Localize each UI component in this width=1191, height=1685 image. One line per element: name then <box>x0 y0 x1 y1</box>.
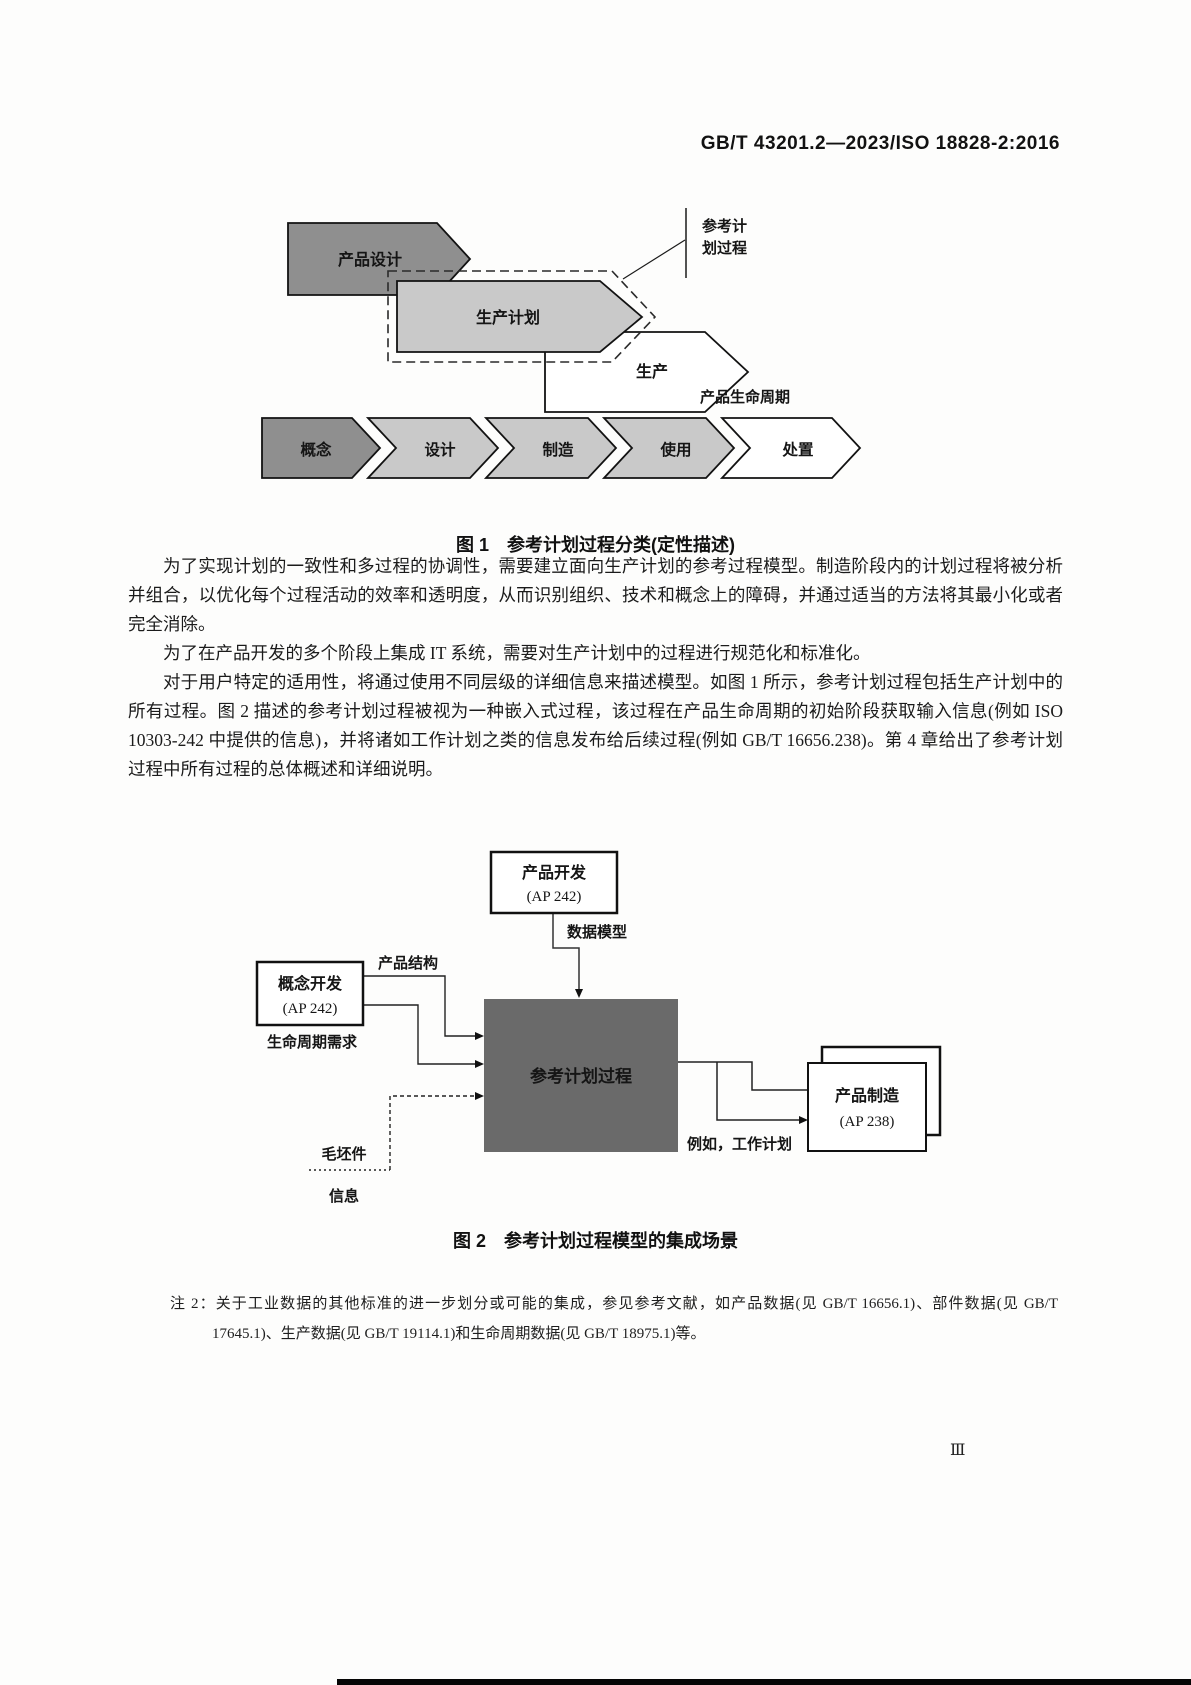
figure1-chain-label-use: 使用 <box>659 440 691 459</box>
figure1-chevron-use <box>601 417 736 479</box>
figure2-connector-lifecycle-requirements <box>363 1004 475 1065</box>
figure2-arrowhead-data-model <box>575 989 583 998</box>
body-text-block: 为了实现计划的一致性和多过程的协调性，需要建立面向生产计划的参考过程模型。制造阶… <box>128 552 1063 784</box>
figure1-callout-label-line2: 划过程 <box>702 239 747 257</box>
paragraph-1: 为了实现计划的一致性和多过程的协调性，需要建立面向生产计划的参考过程模型。制造阶… <box>128 556 1063 634</box>
figure1-callout-diagonal-line <box>622 239 686 280</box>
figure1-lifecycle-label: 产品生命周期 <box>700 388 790 406</box>
paragraph-3: 对于用户特定的适用性，将通过使用不同层级的详细信息来描述模型。如图 1 所示，参… <box>128 672 1063 779</box>
figure2-box-concept-development-title: 概念开发 <box>278 974 343 993</box>
note-2-prefix: 注 2： <box>170 1296 216 1312</box>
figure2-label-blank-part-line1: 毛坯件 <box>321 1145 366 1163</box>
figure2-box-concept-development-ap: (AP 242) <box>283 1001 338 1017</box>
figure1-chevron-manufacture <box>483 417 618 479</box>
figure1-label-production: 生产 <box>636 362 668 381</box>
figure1-chain-label-manufacture: 制造 <box>542 440 574 459</box>
figure2-connector-data-model <box>552 913 580 990</box>
scan-edge-strip <box>337 1679 1191 1685</box>
figure2-box-concept-development <box>255 960 365 1027</box>
figure1-chevron-design <box>365 417 500 479</box>
figure2-box-reference-planning <box>484 999 678 1152</box>
standard-number-header: GB/T 43201.2—2023/ISO 18828-2:2016 <box>700 133 1060 154</box>
figure2-box-product-manufacturing-ap: (AP 238) <box>840 1114 895 1130</box>
figure2-label-work-plan: 例如，工作计划 <box>687 1135 792 1153</box>
figure1-label-production-planning: 生产计划 <box>476 308 540 327</box>
note-2: 注 2：关于工业数据的其他标准的进一步划分或可能的集成，参见参考文献，如产品数据… <box>170 1289 1058 1349</box>
figure2-arrowhead-lifecycle-requirements <box>475 1060 484 1068</box>
figure1-caption: 图 1 参考计划过程分类(定性描述) <box>456 535 735 555</box>
figure1-chain-label-disposal: 处置 <box>781 440 813 459</box>
paragraph-2: 为了在产品开发的多个阶段上集成 IT 系统，需要对生产计划中的过程进行规范化和标… <box>163 643 871 663</box>
figure1-chain-label-design: 设计 <box>424 440 456 459</box>
figure2-box-product-development-ap: (AP 242) <box>527 889 582 905</box>
figure2-label-product-structure: 产品结构 <box>378 954 438 972</box>
figure2-arrowhead-blank-part <box>475 1092 484 1100</box>
figure2-label-data-model: 数据模型 <box>567 923 627 941</box>
figure1-reference-planning-classification: 产品设计 生产计划 生产 参考计 划过程 产品生命周期 概念 设计 制造 使用 … <box>261 208 862 479</box>
note-2-text: 关于工业数据的其他标准的进一步划分或可能的集成，参见参考文献，如产品数据(见 G… <box>212 1296 1058 1342</box>
page-number: Ⅲ <box>950 1442 967 1459</box>
figure2-connector-output-upper <box>678 1061 808 1091</box>
figure2-arrowhead-product-structure <box>475 1032 484 1040</box>
figure2-connector-blank-part-dashed <box>389 1095 475 1170</box>
figure2-box-product-development-title: 产品开发 <box>522 863 587 882</box>
figure2-box-product-development <box>489 850 619 915</box>
figure1-arrow-product-design <box>287 222 472 296</box>
figure2-integration-scenario: 产品开发 (AP 242) 概念开发 (AP 242) 参考计划过程 产品制造 … <box>255 850 942 1205</box>
figure2-connector-product-structure <box>363 975 475 1037</box>
figure1-label-product-design: 产品设计 <box>338 250 402 269</box>
figure1-chevron-concept <box>261 417 382 479</box>
figure1-callout-label-line1: 参考计 <box>702 217 747 235</box>
figure1-chain-label-concept: 概念 <box>300 440 332 459</box>
figure1-dashed-outline <box>387 270 657 363</box>
figure2-connector-output-lower <box>716 1062 799 1121</box>
figure2-caption: 图 2 参考计划过程模型的集成场景 <box>452 1231 738 1251</box>
figure2-box-reference-planning-label: 参考计划过程 <box>530 1066 632 1086</box>
figure2-label-blank-part-line2: 信息 <box>329 1187 359 1205</box>
figure1-chevron-disposal <box>719 417 862 479</box>
figure1-arrow-production-planning <box>396 280 644 353</box>
figure2-box-product-manufacturing-title: 产品制造 <box>835 1086 900 1105</box>
figure2-label-lifecycle-requirements: 生命周期需求 <box>267 1033 358 1051</box>
figure2-box-product-manufacturing-front <box>807 1062 927 1152</box>
figure2-arrowhead-work-plan <box>799 1116 808 1124</box>
